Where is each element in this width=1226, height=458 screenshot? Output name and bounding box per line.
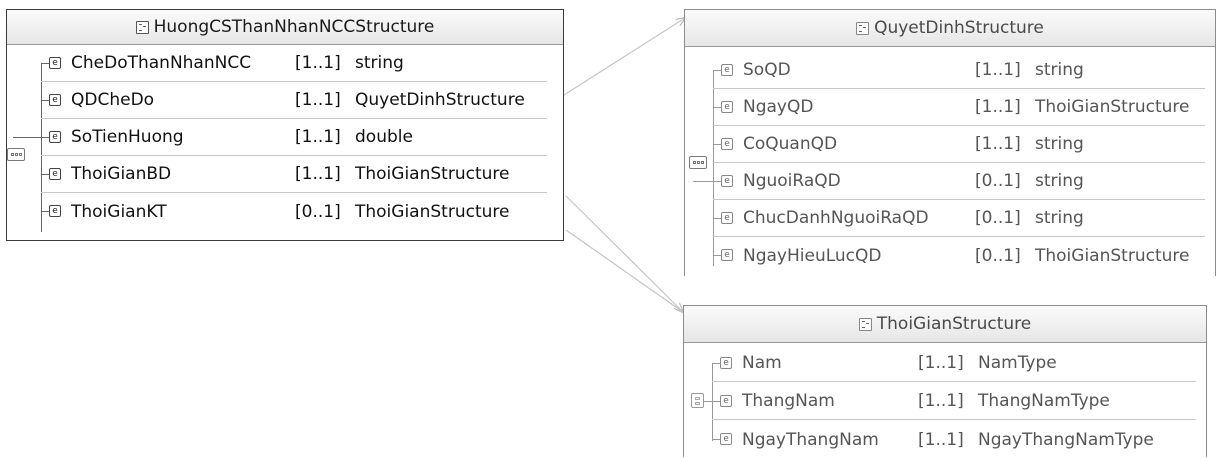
element-icon: e (721, 175, 733, 187)
element-icon: e (720, 395, 732, 407)
structure-title: QuyetDinhStructure (874, 18, 1044, 38)
element-name: SoQD (743, 60, 791, 80)
tree-connector (41, 63, 42, 232)
element-cardinality: [1..1] (295, 53, 341, 73)
structure-box-quyetdinh[interactable]: QuyetDinhStructure e SoQD [1..1] string … (684, 9, 1216, 276)
sequence-icon[interactable] (689, 156, 707, 169)
element-icon: e (49, 168, 61, 180)
element-type: ThoiGianStructure (355, 201, 510, 222)
element-cardinality: [1..1] (295, 90, 341, 110)
element-cardinality: [1..1] (295, 164, 341, 184)
element-type: NgayThangNamType (978, 429, 1154, 450)
element-name: CheDoThanNhanNCC (71, 53, 252, 73)
element-name: CoQuanQD (743, 134, 838, 154)
element-row[interactable]: e SoTienHuong [1..1] double (13, 119, 547, 156)
element-row[interactable]: e ThoiGianBD [1..1] ThoiGianStructure (41, 156, 547, 193)
element-icon: e (721, 101, 733, 113)
link-qdchedo-to-quyetdinh (552, 18, 685, 103)
complex-type-icon (856, 21, 870, 35)
element-icon: e (721, 249, 733, 261)
element-row[interactable]: e Nam [1..1] NamType (712, 345, 1196, 382)
element-row[interactable]: e NguoiRaQD [0..1] string (693, 163, 1205, 200)
element-type: ThangNamType (978, 391, 1110, 411)
element-type: double (355, 127, 413, 147)
tree-connector (712, 363, 713, 441)
element-name: QDCheDo (71, 90, 155, 110)
element-name: NgayHieuLucQD (743, 245, 882, 266)
element-cardinality: [0..1] (975, 208, 1021, 228)
structure-box-huong[interactable]: HuongCSThanNhanNCCStructure e CheDoThanN… (6, 9, 564, 241)
structure-title: ThoiGianStructure (876, 314, 1032, 334)
element-type: QuyetDinhStructure (355, 90, 525, 110)
element-name: Nam (742, 353, 782, 373)
element-cardinality: [1..1] (975, 97, 1021, 117)
element-cardinality: [1..1] (295, 127, 341, 147)
element-row[interactable]: e ThangNam [1..1] ThangNamType (698, 383, 1196, 420)
element-name: SoTienHuong (71, 127, 184, 147)
element-type: ThoiGianStructure (355, 164, 510, 184)
structure-header[interactable]: QuyetDinhStructure (685, 10, 1215, 47)
element-type: string (1035, 171, 1084, 191)
element-type: string (1035, 208, 1084, 228)
complex-type-icon (858, 317, 872, 331)
element-type: string (1035, 60, 1084, 80)
element-type: string (355, 53, 404, 73)
element-cardinality: [1..1] (975, 134, 1021, 154)
element-cardinality: [1..1] (975, 60, 1021, 80)
element-name: ThoiGianKT (71, 201, 167, 222)
element-icon: e (721, 138, 733, 150)
structure-title: HuongCSThanNhanNCCStructure (153, 17, 435, 37)
element-name: NgayQD (743, 97, 814, 117)
complex-type-icon (135, 20, 149, 34)
element-row[interactable]: e NgayThangNam [1..1] NgayThangNamType (712, 421, 1196, 458)
element-row[interactable]: e NgayHieuLucQD [0..1] ThoiGianStructure (713, 237, 1205, 274)
structure-header[interactable]: HuongCSThanNhanNCCStructure (7, 10, 563, 45)
element-cardinality: [0..1] (295, 201, 341, 222)
element-name: ChucDanhNguoiRaQD (743, 208, 929, 228)
element-name: ThangNam (742, 391, 835, 411)
element-cardinality: [1..1] (918, 429, 964, 450)
element-row[interactable]: e ThoiGianKT [0..1] ThoiGianStructure (41, 193, 547, 230)
element-cardinality: [0..1] (975, 245, 1021, 266)
element-icon: e (49, 131, 61, 143)
link-thoigiankt-to-thoigian (565, 229, 684, 313)
element-icon: e (49, 57, 61, 69)
tree-connector (713, 70, 714, 266)
element-row[interactable]: e CoQuanQD [1..1] string (713, 126, 1205, 163)
element-row[interactable]: e NgayQD [1..1] ThoiGianStructure (713, 89, 1205, 126)
sequence-icon[interactable] (7, 148, 25, 161)
structure-header[interactable]: ThoiGianStructure (684, 306, 1206, 343)
element-row[interactable]: e CheDoThanNhanNCC [1..1] string (41, 45, 547, 82)
element-name: ThoiGianBD (71, 164, 172, 184)
element-cardinality: [1..1] (918, 391, 964, 411)
element-icon: e (720, 433, 732, 445)
element-icon: e (720, 357, 732, 369)
element-type: ThoiGianStructure (1035, 97, 1190, 117)
choice-icon[interactable] (691, 393, 704, 408)
element-row[interactable]: e ChucDanhNguoiRaQD [0..1] string (713, 200, 1205, 237)
element-row[interactable]: e SoQD [1..1] string (713, 52, 1205, 89)
element-cardinality: [1..1] (918, 353, 964, 373)
element-icon: e (721, 64, 733, 76)
element-type: string (1035, 134, 1084, 154)
element-name: NguoiRaQD (743, 171, 841, 191)
element-type: ThoiGianStructure (1035, 245, 1190, 266)
element-icon: e (49, 94, 61, 106)
link-thoigianbd-to-thoigian (565, 195, 683, 312)
element-icon: e (721, 212, 733, 224)
element-cardinality: [0..1] (975, 171, 1021, 191)
element-icon: e (49, 205, 61, 217)
element-row[interactable]: e QDCheDo [1..1] QuyetDinhStructure (41, 82, 547, 119)
element-type: NamType (978, 353, 1057, 373)
structure-box-thoigian[interactable]: ThoiGianStructure e Nam [1..1] NamType e… (683, 305, 1207, 457)
element-name: NgayThangNam (742, 429, 879, 450)
